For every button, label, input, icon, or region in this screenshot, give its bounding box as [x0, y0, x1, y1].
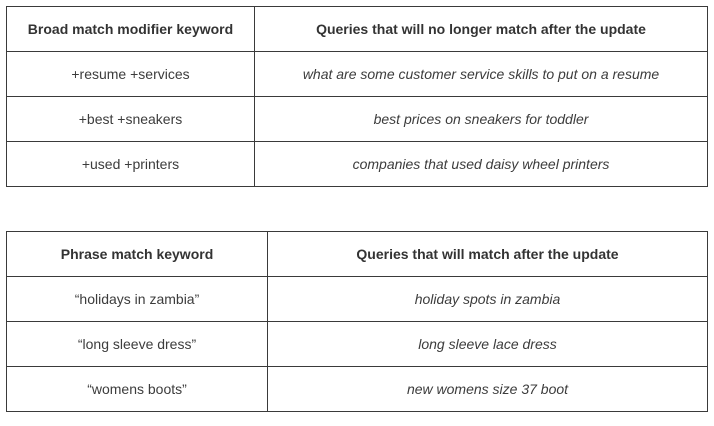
keyword-cell: “long sleeve dress”	[6, 321, 268, 367]
table-row: +best +sneakers best prices on sneakers …	[6, 96, 708, 142]
query-cell: what are some customer service skills to…	[254, 51, 708, 97]
table-row: “holidays in zambia” holiday spots in za…	[6, 276, 708, 322]
column-header-queries: Queries that will no longer match after …	[254, 6, 708, 52]
table-row: +resume +services what are some customer…	[6, 51, 708, 97]
keyword-cell: +resume +services	[6, 51, 255, 97]
keyword-cell: +best +sneakers	[6, 96, 255, 142]
table-header-row: Phrase match keyword Queries that will m…	[6, 231, 708, 277]
column-header-queries: Queries that will match after the update	[267, 231, 708, 277]
keyword-cell: +used +printers	[6, 141, 255, 187]
query-cell: long sleeve lace dress	[267, 321, 708, 367]
table-row: “womens boots” new womens size 37 boot	[6, 366, 708, 412]
column-header-keyword: Phrase match keyword	[6, 231, 268, 277]
query-cell: best prices on sneakers for toddler	[254, 96, 708, 142]
broad-match-modifier-table: Broad match modifier keyword Queries tha…	[6, 6, 708, 187]
table-row: +used +printers companies that used dais…	[6, 141, 708, 187]
query-cell: companies that used daisy wheel printers	[254, 141, 708, 187]
keyword-cell: “holidays in zambia”	[6, 276, 268, 322]
table-row: “long sleeve dress” long sleeve lace dre…	[6, 321, 708, 367]
phrase-match-table: Phrase match keyword Queries that will m…	[6, 231, 708, 412]
column-header-keyword: Broad match modifier keyword	[6, 6, 255, 52]
query-cell: new womens size 37 boot	[267, 366, 708, 412]
keyword-cell: “womens boots”	[6, 366, 268, 412]
query-cell: holiday spots in zambia	[267, 276, 708, 322]
table-header-row: Broad match modifier keyword Queries tha…	[6, 6, 708, 52]
